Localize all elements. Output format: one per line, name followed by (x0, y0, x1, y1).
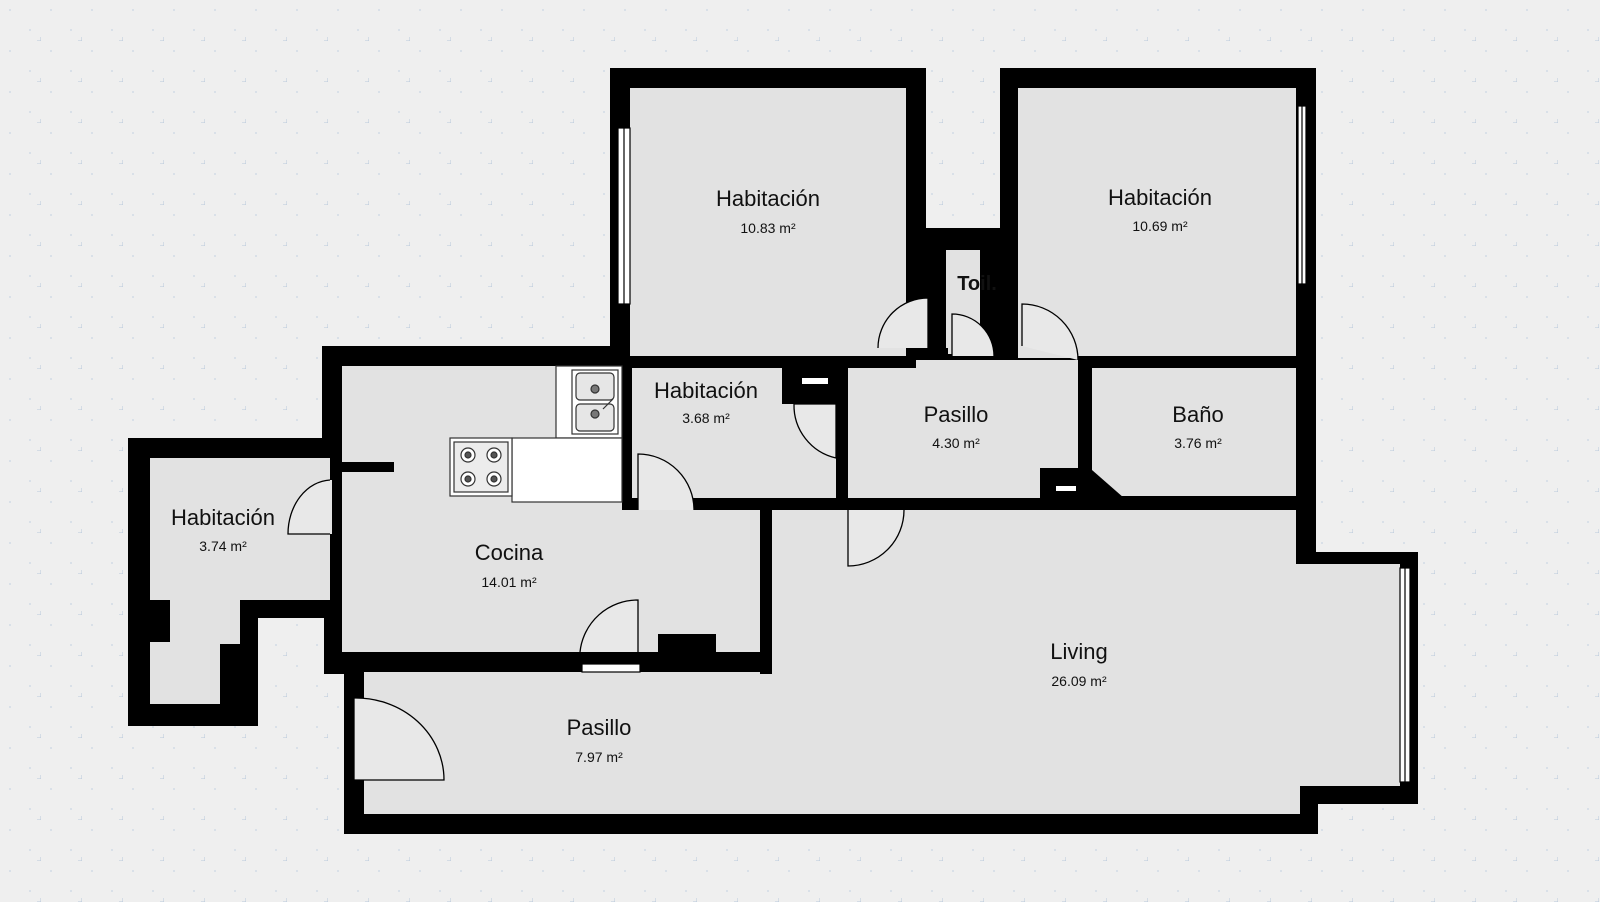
wall (1078, 356, 1092, 498)
door-swing (637, 453, 695, 511)
wall (344, 674, 364, 698)
door-swing (793, 403, 837, 459)
door-swing (847, 509, 905, 567)
windows (581, 105, 1411, 783)
wall (622, 360, 632, 510)
door-swing (579, 599, 639, 653)
room-name: Toil. (957, 273, 997, 295)
room-area: 14.01 m² (481, 574, 537, 590)
door-swing (877, 297, 929, 349)
wall (980, 250, 1000, 346)
wall (760, 508, 772, 674)
room-name: Habitación (1108, 185, 1212, 210)
room-area: 26.09 m² (1051, 673, 1107, 689)
floor-kitchen (342, 366, 760, 652)
floor-living-hallway (364, 510, 1400, 814)
wall (782, 366, 846, 404)
wall (1090, 496, 1296, 508)
wall (344, 780, 364, 834)
floor-bedroom-left (150, 458, 332, 704)
window (581, 663, 641, 673)
wall (928, 348, 948, 360)
wall (1296, 368, 1316, 564)
wall (836, 455, 848, 510)
wall (1000, 348, 1018, 360)
wall (330, 458, 342, 480)
counter (511, 437, 623, 503)
room-name: Pasillo (567, 715, 632, 740)
wall-niches (802, 378, 1076, 491)
door-swing (353, 697, 445, 781)
doors (287, 297, 1079, 781)
room-area: 10.83 m² (740, 220, 796, 236)
niche (802, 378, 828, 384)
room-area: 7.97 m² (575, 749, 623, 765)
room-area: 4.30 m² (932, 435, 980, 451)
floor-bathroom (1092, 368, 1296, 498)
room-area: 3.68 m² (682, 410, 730, 426)
room-area: 3.76 m² (1174, 435, 1222, 451)
floor-hallway-center (848, 360, 1078, 498)
wall (342, 462, 394, 472)
room-labels: Habitación 10.83 m² Habitación 10.69 m² … (171, 185, 1224, 765)
stove-icon (449, 437, 513, 497)
floor-bedroom-top-right (1018, 88, 1296, 358)
niche (1056, 486, 1076, 491)
room-name: Habitación (716, 186, 820, 211)
wall (342, 652, 582, 672)
room-area: 10.69 m² (1132, 218, 1188, 234)
floor-bedroom-top-left (630, 88, 906, 356)
double-sink-icon (555, 365, 623, 439)
wall (1078, 356, 1304, 368)
wall (906, 228, 920, 298)
wall (330, 534, 342, 654)
floors (150, 88, 1400, 814)
door-swing (951, 313, 995, 357)
wall (716, 652, 770, 672)
wall (1000, 68, 1018, 238)
room-name: Living (1050, 639, 1107, 664)
wall (610, 356, 916, 368)
room-name: Cocina (475, 540, 544, 565)
room-name: Pasillo (924, 402, 989, 427)
room-name: Habitación (654, 378, 758, 403)
wall (640, 652, 670, 672)
room-name: Habitación (171, 505, 275, 530)
wall (1040, 468, 1092, 498)
room-area: 3.74 m² (199, 538, 247, 554)
door-swing (1021, 303, 1079, 361)
door-swing (287, 479, 331, 535)
room-name: Baño (1172, 402, 1223, 427)
wall (150, 600, 170, 642)
